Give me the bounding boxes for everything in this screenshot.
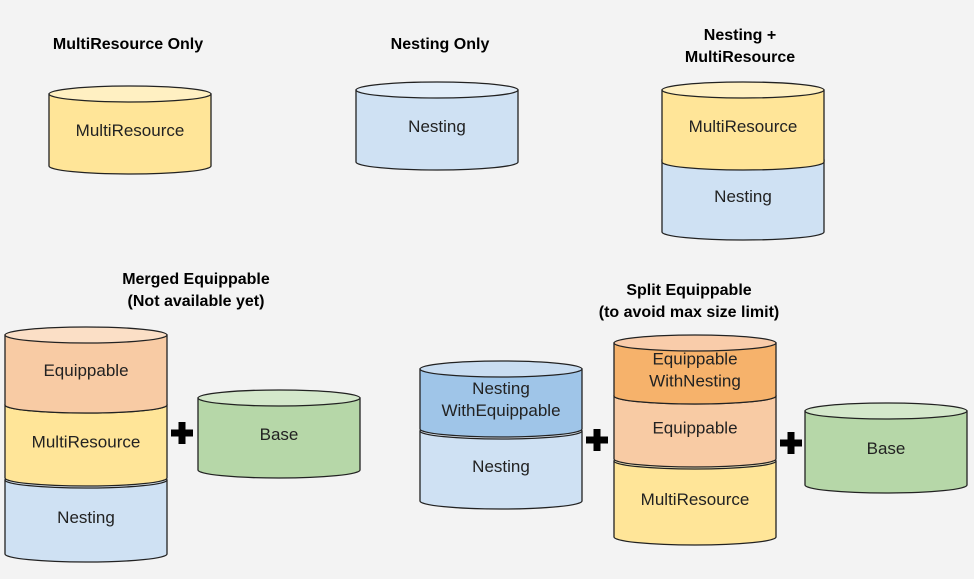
- cylinder-label: Base: [260, 425, 299, 444]
- title-split-equippable: Split Equippable (to avoid max size limi…: [598, 282, 780, 321]
- title-nesting-only: Nesting Only: [390, 36, 490, 53]
- cylinder-multiresource: MultiResource: [48, 85, 212, 175]
- cylinder-body: [613, 460, 777, 546]
- plus-icon: [586, 429, 608, 451]
- cylinder-top: [804, 402, 968, 420]
- cylinder-label: Equippable: [652, 419, 737, 438]
- cylinder-equippable: Equippable: [4, 326, 168, 414]
- cylinder-label: MultiResource: [76, 121, 185, 140]
- cylinder-label: WithNesting: [649, 372, 741, 391]
- cylinder-body: [804, 410, 968, 494]
- cylinder-top: [613, 334, 777, 352]
- cylinder-top: [419, 360, 583, 378]
- cylinder-top: [355, 81, 519, 99]
- cylinder-body: [4, 404, 168, 487]
- cylinder-label: Equippable: [43, 361, 128, 380]
- cylinder-label: Nesting: [408, 117, 466, 136]
- cylinder-body: [419, 368, 583, 438]
- cylinder-label: MultiResource: [689, 117, 798, 136]
- cylinder-body: [197, 397, 361, 479]
- cylinder-body: [4, 334, 168, 414]
- cylinder-body: [419, 430, 583, 510]
- cylinder-label: MultiResource: [641, 490, 750, 509]
- title-nesting-multiresource: Nesting + MultiResource: [684, 27, 796, 66]
- plus-icon: [171, 422, 193, 444]
- cylinder-top: [4, 326, 168, 344]
- title-multiresource-only: MultiResource Only: [52, 36, 204, 53]
- cylinder-label: WithEquippable: [441, 401, 560, 420]
- cylinder-body: [613, 342, 777, 405]
- cylinder-label: Nesting: [472, 457, 530, 476]
- plus-icon: [780, 432, 802, 454]
- nesting-only-stack: Nesting: [355, 81, 519, 171]
- split-base-stack: Base: [804, 402, 968, 494]
- split-equippable-stack: MultiResourceEquippableEquippableWithNes…: [613, 334, 777, 546]
- cylinder-base: Base: [804, 402, 968, 494]
- cylinder-top: [197, 389, 361, 407]
- cylinder-body: [4, 479, 168, 563]
- cylinder-label: Nesting: [472, 379, 530, 398]
- cylinder-label: MultiResource: [32, 433, 141, 452]
- title-merged-equippable: Merged Equippable (Not available yet): [122, 271, 270, 310]
- cylinder-top: [661, 81, 825, 99]
- cylinder-multiresource: MultiResource: [661, 81, 825, 171]
- cylinder-body: [661, 89, 825, 171]
- merged-equippable-stack: Nesting MultiResource Equippable: [4, 326, 168, 563]
- cylinder-label: Base: [867, 439, 906, 458]
- nesting-multiresource-stack: Nesting MultiResource: [661, 81, 825, 241]
- cylinder-body: [355, 89, 519, 171]
- cylinder-label: Equippable: [652, 350, 737, 369]
- cylinder-body: [48, 93, 212, 175]
- cylinder-body: [613, 395, 777, 468]
- multiresource-only-stack: MultiResource: [48, 85, 212, 175]
- cylinder-label: Nesting: [714, 187, 772, 206]
- cylinder-label: Nesting: [57, 508, 115, 527]
- cylinder-body: [661, 159, 825, 241]
- cylinder-base: Base: [197, 389, 361, 479]
- merged-base-stack: Base: [197, 389, 361, 479]
- cylinder-nesting: Nesting: [355, 81, 519, 171]
- cylinder-top: [48, 85, 212, 103]
